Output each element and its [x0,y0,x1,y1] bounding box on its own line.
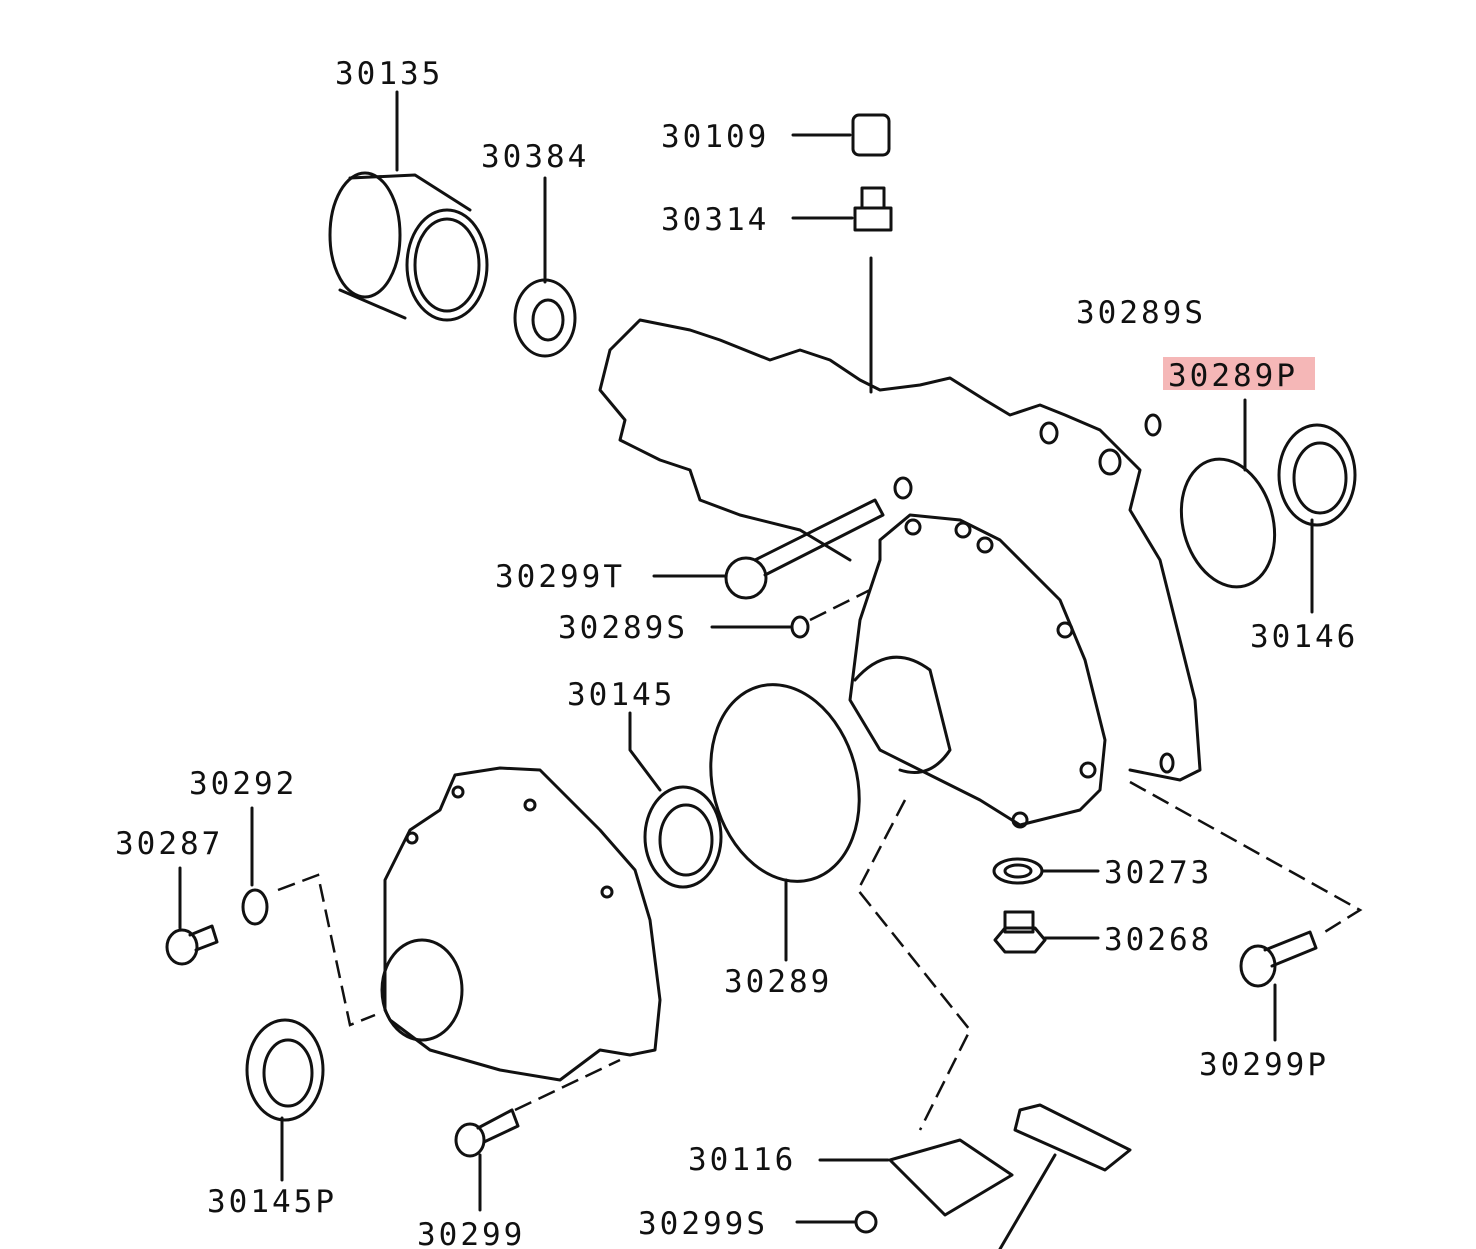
label-30135[interactable]: 30135 [335,56,443,92]
label-30287[interactable]: 30287 [115,826,223,862]
label-30384[interactable]: 30384 [481,139,589,175]
part-rear-cover [380,766,662,1082]
part-30299-bolt[interactable] [454,1108,520,1212]
part-30289P-oring[interactable] [1168,398,1289,597]
label-30289[interactable]: 30289 [724,964,832,1000]
part-30268-plug[interactable] [993,910,1100,954]
part-30299T-bolt[interactable] [652,498,885,600]
label-30145P[interactable]: 30145P [207,1184,337,1220]
part-30292-washer[interactable] [241,806,269,926]
part-30146-seal[interactable] [1277,423,1357,614]
part-30287-bolt[interactable] [165,866,219,966]
label-30268[interactable]: 30268 [1104,922,1212,958]
label-30289S-mid[interactable]: 30289S [558,610,688,646]
label-30314[interactable]: 30314 [661,202,769,238]
part-30109-cap[interactable] [791,113,891,157]
dashed-guide [1129,780,1363,937]
label-30299[interactable]: 30299 [417,1217,525,1249]
dashed-guide [856,799,972,1131]
label-30146[interactable]: 30146 [1250,619,1358,655]
part-30273-washer[interactable] [992,857,1100,885]
label-30299P[interactable]: 30299P [1199,1047,1329,1083]
label-30292[interactable]: 30292 [189,766,297,802]
part-30289S-oring[interactable] [1144,413,1162,437]
part-30299S-screw[interactable] [795,1210,878,1234]
label-30289S-top[interactable]: 30289S [1076,295,1206,331]
part-30314-plug[interactable] [791,186,893,394]
label-30299S[interactable]: 30299S [638,1206,768,1242]
part-main-housing [848,513,1175,829]
part-30145P-seal[interactable] [245,1018,325,1182]
case-gasket-outline [598,318,1202,782]
part-30289-oring[interactable] [690,668,881,962]
label-30109[interactable]: 30109 [661,119,769,155]
part-highlight [1163,357,1315,390]
part-30384-seal[interactable] [513,176,577,358]
part-shaft [998,1103,1132,1249]
part-30289S-mid-oring[interactable] [710,588,871,639]
label-30145[interactable]: 30145 [567,677,675,713]
part-30135-sleeve[interactable] [328,90,489,322]
label-30299T[interactable]: 30299T [495,559,625,595]
label-30289P[interactable]: 30289P [1168,358,1298,394]
label-30116[interactable]: 30116 [688,1142,796,1178]
part-30145-seal[interactable] [628,711,723,889]
label-30273[interactable]: 30273 [1104,855,1212,891]
dashed-guide [514,1058,621,1112]
part-30116-plate[interactable] [818,1138,1014,1217]
dashed-guide [277,873,376,1027]
part-30299P-bolt[interactable] [1239,930,1318,1042]
